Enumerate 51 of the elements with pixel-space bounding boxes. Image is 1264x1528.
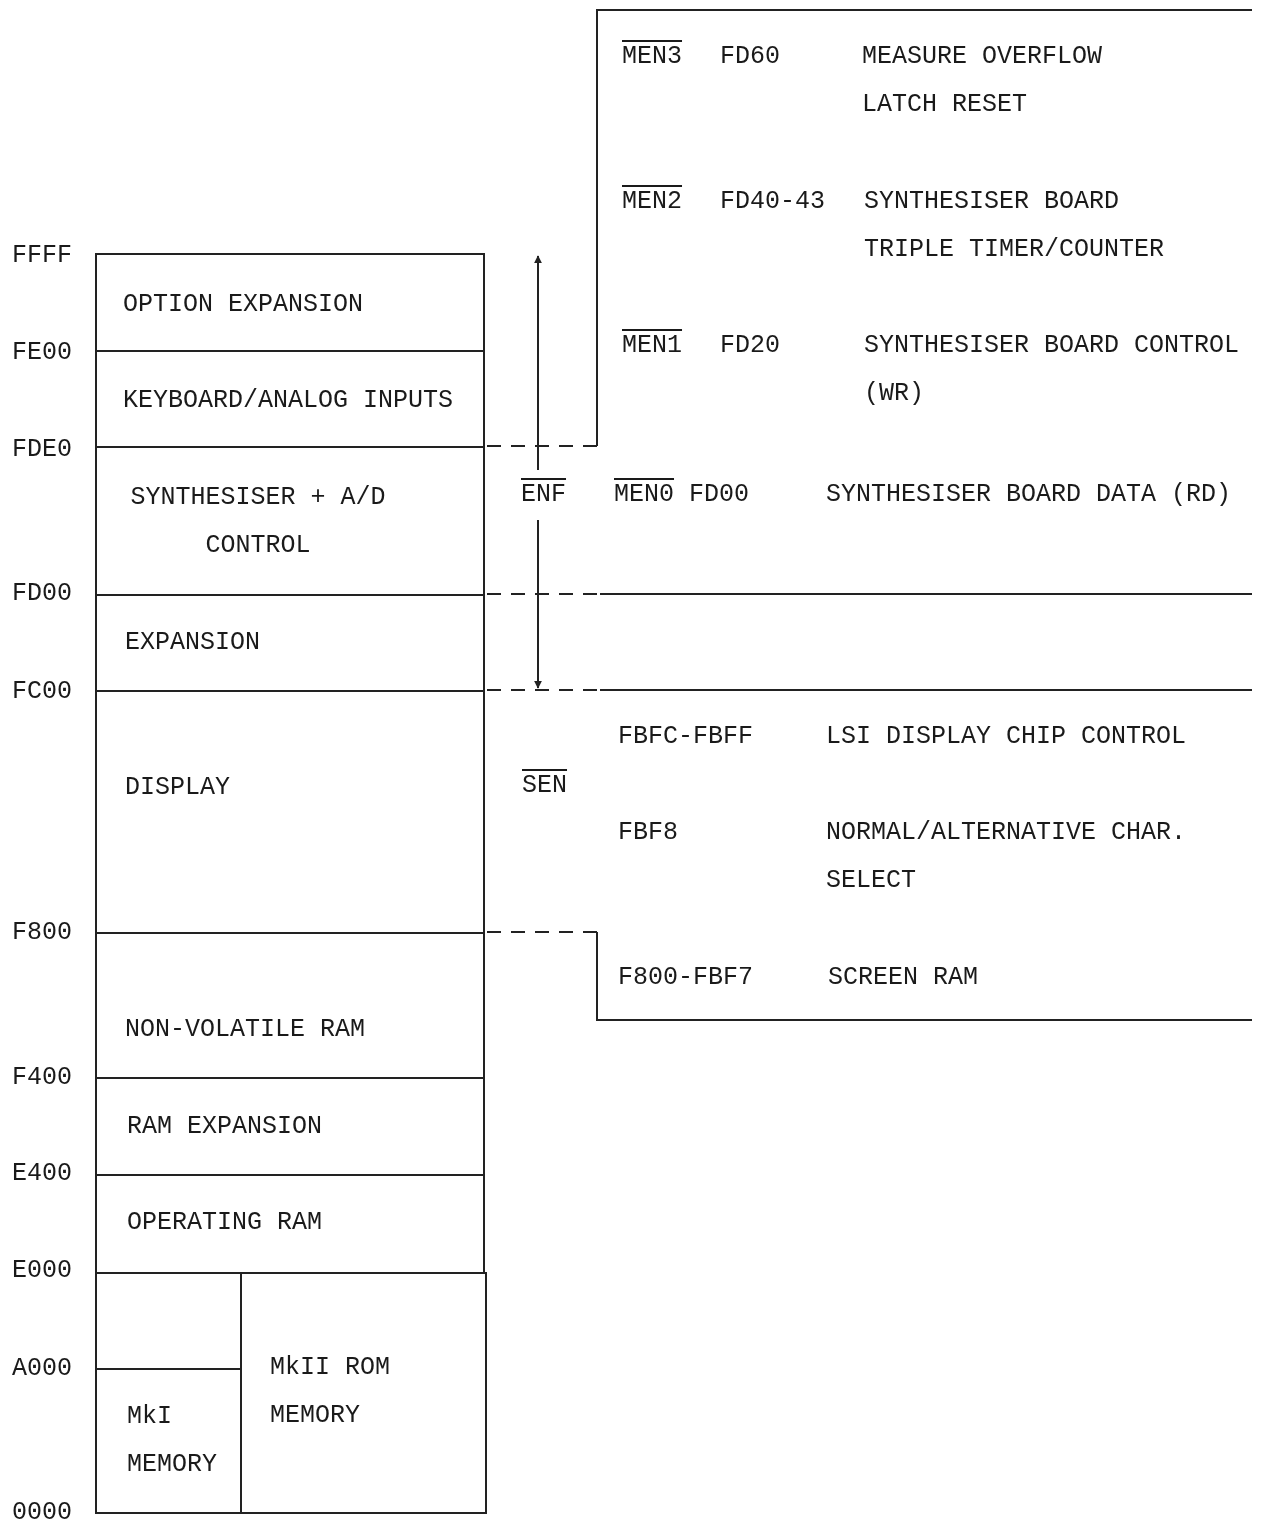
memory-region	[95, 932, 485, 1079]
address-label: A000	[12, 1353, 72, 1385]
memory-region	[95, 350, 485, 448]
function-note: SYNTHESISER BOARD DATA (RD)	[826, 479, 1232, 511]
memory-region	[95, 690, 485, 934]
signal-name: SEN	[522, 770, 567, 802]
address-label: E000	[12, 1255, 72, 1287]
region-label: OPERATING RAM	[127, 1207, 323, 1239]
address-label: 0000	[12, 1497, 72, 1528]
signal-name: ENF	[521, 479, 566, 511]
address-label: F800	[12, 917, 72, 949]
function-note: SYNTHESISER BOARD CONTROL (WR)	[864, 330, 1241, 410]
address-label: FDE0	[12, 434, 72, 466]
memory-region	[95, 1368, 242, 1514]
memory-region	[95, 253, 485, 352]
region-label: RAM EXPANSION	[127, 1111, 323, 1143]
address: F800-FBF7	[618, 962, 754, 994]
region-label: MkII ROM MEMORY	[270, 1352, 392, 1432]
region-label: DISPLAY	[125, 772, 231, 804]
memory-region	[95, 1077, 485, 1176]
address-label: FFFF	[12, 240, 72, 272]
address: FBF8	[618, 817, 678, 849]
region-label: KEYBOARD/ANALOG INPUTS	[123, 385, 454, 417]
address-label: FD00	[12, 578, 72, 610]
function-note: NORMAL/ALTERNATIVE CHAR. SELECT	[826, 817, 1188, 897]
function-note: SYNTHESISER BOARD TRIPLE TIMER/COUNTER	[864, 186, 1166, 266]
memory-region	[95, 594, 485, 692]
address-label: E400	[12, 1158, 72, 1190]
address: FD60	[720, 41, 780, 73]
memory-region	[240, 1272, 487, 1514]
signal-name: MEN3	[622, 41, 682, 73]
region-label: MkI MEMORY	[127, 1401, 218, 1481]
region-label: SYNTHESISER + A/D CONTROL	[129, 482, 387, 562]
function-note: SCREEN RAM	[828, 962, 979, 994]
region-label: OPTION EXPANSION	[123, 289, 364, 321]
address: FD40-43	[720, 186, 826, 218]
address-label: F400	[12, 1062, 72, 1094]
region-label: NON-VOLATILE RAM	[125, 1014, 366, 1046]
address-label: FC00	[12, 676, 72, 708]
signal-name: MEN1	[622, 330, 682, 362]
signal-name: MEN2	[622, 186, 682, 218]
memory-region	[95, 1174, 485, 1274]
function-note: MEASURE OVERFLOW LATCH RESET	[862, 41, 1104, 121]
memory-region	[95, 446, 485, 596]
address-label: FE00	[12, 337, 72, 369]
address: FD20	[720, 330, 780, 362]
signal-name: MEN0	[614, 479, 674, 511]
function-note: LSI DISPLAY CHIP CONTROL	[826, 721, 1187, 753]
region-label: EXPANSION	[125, 627, 261, 659]
address: FBFC-FBFF	[618, 721, 754, 753]
address: FD00	[689, 479, 749, 511]
